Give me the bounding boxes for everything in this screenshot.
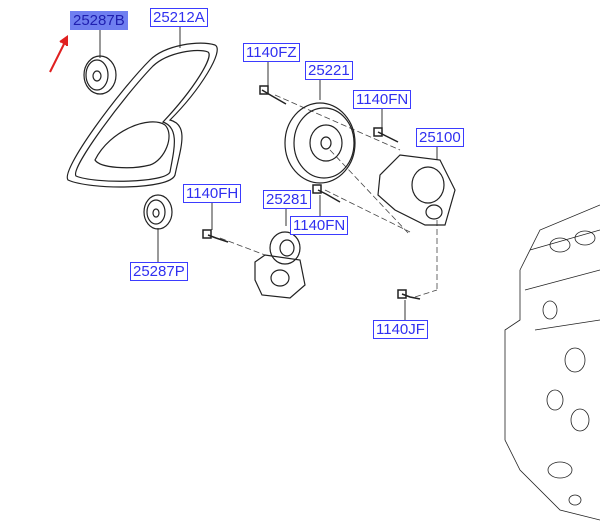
part-label-25100[interactable]: 25100 [416,128,464,147]
part-label-1140fn[interactable]: 1140FN [353,90,412,109]
part-label-25281[interactable]: 25281 [263,190,311,209]
part-label-25212a[interactable]: 25212A [150,8,208,27]
part-label-1140jf[interactable]: 1140JF [373,320,428,339]
engine-block [504,204,600,521]
idler-pulley-25287b [83,55,117,95]
part-label-25287p[interactable]: 25287P [130,262,188,281]
leader-lines [99,26,438,320]
part-label-25287b[interactable]: 25287B [70,11,128,30]
part-label-1140fh[interactable]: 1140FH [183,184,242,203]
drive-belt [66,42,218,188]
bolts [202,85,421,300]
alignment-lines [219,94,438,298]
part-label-1140fn-2[interactable]: 1140FN [290,216,349,235]
idler-pulley-25287p [143,194,173,230]
part-label-25221[interactable]: 25221 [305,61,353,80]
water-pump [377,154,456,226]
part-label-1140fz[interactable]: 1140FZ [243,43,300,62]
red-arrow-icon [49,35,68,73]
water-pump-pulley [284,102,356,184]
belt-tensioner [254,231,306,299]
